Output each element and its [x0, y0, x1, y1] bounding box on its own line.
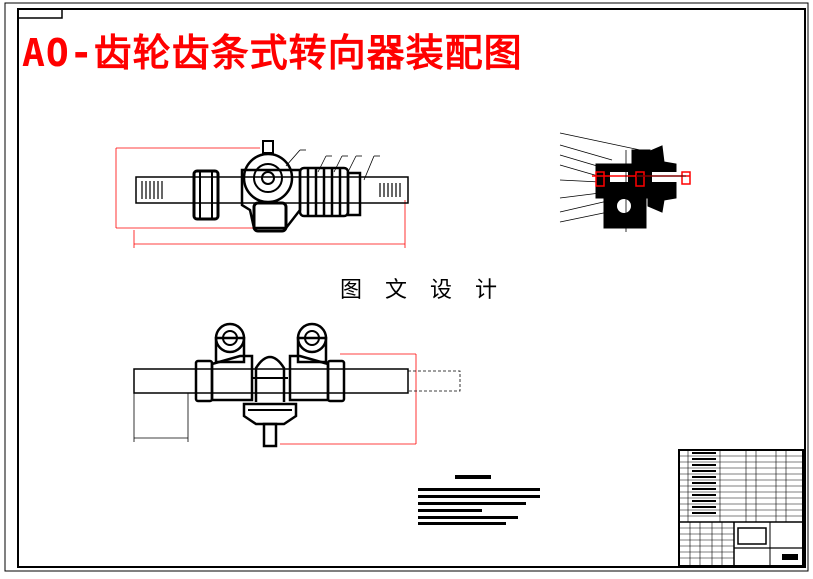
technical-notes: [418, 475, 540, 525]
sheet-border: [4, 2, 809, 572]
top-view: [133, 322, 461, 448]
title-block: [678, 449, 804, 567]
drawing-title: AO-齿轮齿条式转向器装配图: [22, 31, 523, 75]
front-view: [115, 140, 409, 248]
section-view: [559, 132, 691, 232]
watermark-text: 图 文 设 计: [340, 278, 505, 303]
